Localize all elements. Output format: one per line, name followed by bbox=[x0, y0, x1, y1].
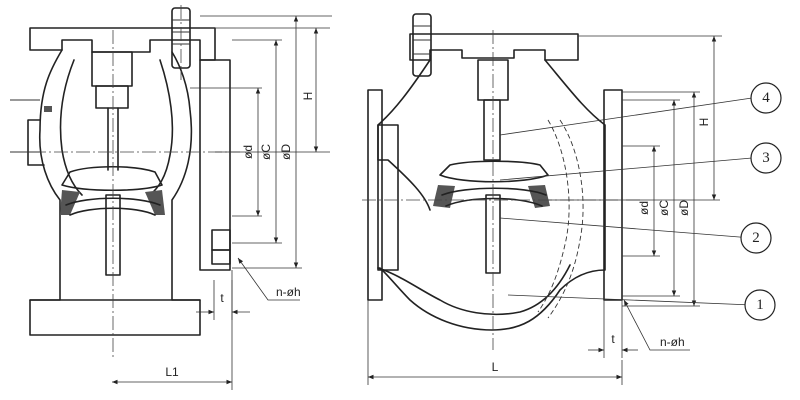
left-valve-disc bbox=[61, 165, 163, 192]
right-outlet-flange bbox=[603, 89, 623, 301]
callout-3: 3 bbox=[750, 142, 782, 174]
right-bonnet bbox=[409, 33, 579, 61]
callout-3-label: 3 bbox=[762, 150, 770, 166]
left-valve-body bbox=[29, 49, 201, 336]
left-label-C: øC bbox=[259, 144, 273, 160]
right-label-C: øC bbox=[657, 200, 671, 216]
right-label-d: ød bbox=[637, 201, 651, 215]
left-label-nh: n-øh bbox=[276, 285, 301, 299]
left-label-L1: L1 bbox=[165, 365, 179, 379]
right-label-L: L bbox=[492, 360, 499, 374]
left-flange bbox=[199, 59, 231, 271]
callout-2: 2 bbox=[740, 222, 772, 254]
callout-4-label: 4 bbox=[762, 90, 770, 106]
right-view: H ød øC øD 4 3 2 1 t n-ø bbox=[362, 13, 782, 385]
right-label-nh: n-øh bbox=[660, 335, 685, 349]
left-label-t: t bbox=[220, 291, 224, 305]
right-inlet-flange bbox=[367, 89, 383, 301]
left-view: H ød øC øD t n-øh L1 bbox=[10, 5, 332, 390]
right-valve-disc bbox=[439, 160, 549, 183]
left-label-d: ød bbox=[241, 145, 255, 159]
left-label-H: H bbox=[301, 92, 315, 101]
callout-1: 1 bbox=[744, 289, 776, 321]
left-stem-guide bbox=[91, 51, 133, 87]
right-label-D: øD bbox=[677, 200, 691, 216]
left-label-D: øD bbox=[279, 144, 293, 160]
callout-2-label: 2 bbox=[752, 230, 760, 246]
right-label-t: t bbox=[611, 332, 615, 346]
callout-4: 4 bbox=[750, 82, 782, 114]
callout-1-label: 1 bbox=[756, 297, 764, 313]
right-top-bolt bbox=[412, 13, 432, 77]
right-label-H: H bbox=[697, 118, 711, 127]
